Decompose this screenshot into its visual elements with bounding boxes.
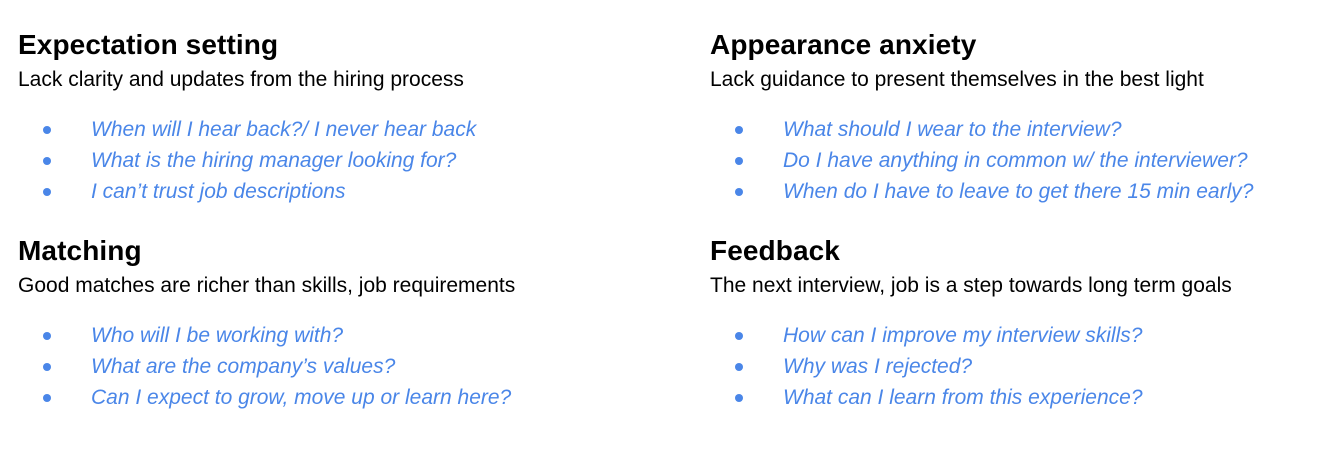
section-subtitle: The next interview, job is a step toward… (710, 274, 1232, 297)
list-item-text: What can I learn from this experience? (783, 386, 1143, 409)
list-item: Who will I be working with? (18, 320, 658, 351)
list-item: What can I learn from this experience? (710, 382, 1317, 413)
list-item: What should I wear to the interview? (710, 114, 1317, 145)
list-item: When will I hear back?/ I never hear bac… (18, 114, 658, 145)
section-subtitle: Good matches are richer than skills, job… (18, 274, 516, 297)
list-item: What is the hiring manager looking for? (18, 145, 658, 176)
list-item-text: When do I have to leave to get there 15 … (783, 180, 1254, 203)
list-item: Do I have anything in common w/ the inte… (710, 145, 1317, 176)
list-item-text: When will I hear back?/ I never hear bac… (91, 118, 477, 141)
list-item-text: What should I wear to the interview? (783, 118, 1122, 141)
section-appearance-anxiety: Appearance anxiety Lack guidance to pres… (710, 28, 1317, 207)
list-item: What are the company’s values? (18, 351, 658, 382)
bullet-dot-icon (43, 363, 51, 371)
bullet-dot-icon (43, 394, 51, 402)
section-subtitle: Lack guidance to present themselves in t… (710, 68, 1204, 91)
section-feedback: Feedback The next interview, job is a st… (710, 234, 1317, 413)
list-item-text: I can’t trust job descriptions (91, 180, 346, 203)
bullet-list: How can I improve my interview skills? W… (710, 320, 1317, 413)
section-subtitle: Lack clarity and updates from the hiring… (18, 68, 464, 91)
list-item: I can’t trust job descriptions (18, 176, 658, 207)
bullet-dot-icon (735, 188, 743, 196)
bullet-list: Who will I be working with? What are the… (18, 320, 658, 413)
section-title: Appearance anxiety (710, 29, 977, 60)
section-title: Feedback (710, 235, 840, 266)
list-item: How can I improve my interview skills? (710, 320, 1317, 351)
bullet-dot-icon (735, 363, 743, 371)
bullet-dot-icon (43, 126, 51, 134)
list-item: When do I have to leave to get there 15 … (710, 176, 1317, 207)
bullet-dot-icon (735, 394, 743, 402)
list-item-text: What are the company’s values? (91, 355, 396, 378)
list-item-text: Do I have anything in common w/ the inte… (783, 149, 1248, 172)
section-matching: Matching Good matches are richer than sk… (18, 234, 658, 413)
list-item: Why was I rejected? (710, 351, 1317, 382)
bullet-dot-icon (43, 157, 51, 165)
bullet-dot-icon (43, 332, 51, 340)
bullet-dot-icon (43, 188, 51, 196)
bullet-dot-icon (735, 332, 743, 340)
list-item-text: How can I improve my interview skills? (783, 324, 1143, 347)
list-item-text: Who will I be working with? (91, 324, 344, 347)
bullet-list: When will I hear back?/ I never hear bac… (18, 114, 658, 207)
section-expectation-setting: Expectation setting Lack clarity and upd… (18, 28, 658, 207)
list-item-text: Can I expect to grow, move up or learn h… (91, 386, 512, 409)
bullet-list: What should I wear to the interview? Do … (710, 114, 1317, 207)
section-title: Expectation setting (18, 29, 279, 60)
list-item-text: What is the hiring manager looking for? (91, 149, 457, 172)
bullet-dot-icon (735, 126, 743, 134)
bullet-dot-icon (735, 157, 743, 165)
list-item-text: Why was I rejected? (783, 355, 973, 378)
section-title: Matching (18, 235, 142, 266)
list-item: Can I expect to grow, move up or learn h… (18, 382, 658, 413)
